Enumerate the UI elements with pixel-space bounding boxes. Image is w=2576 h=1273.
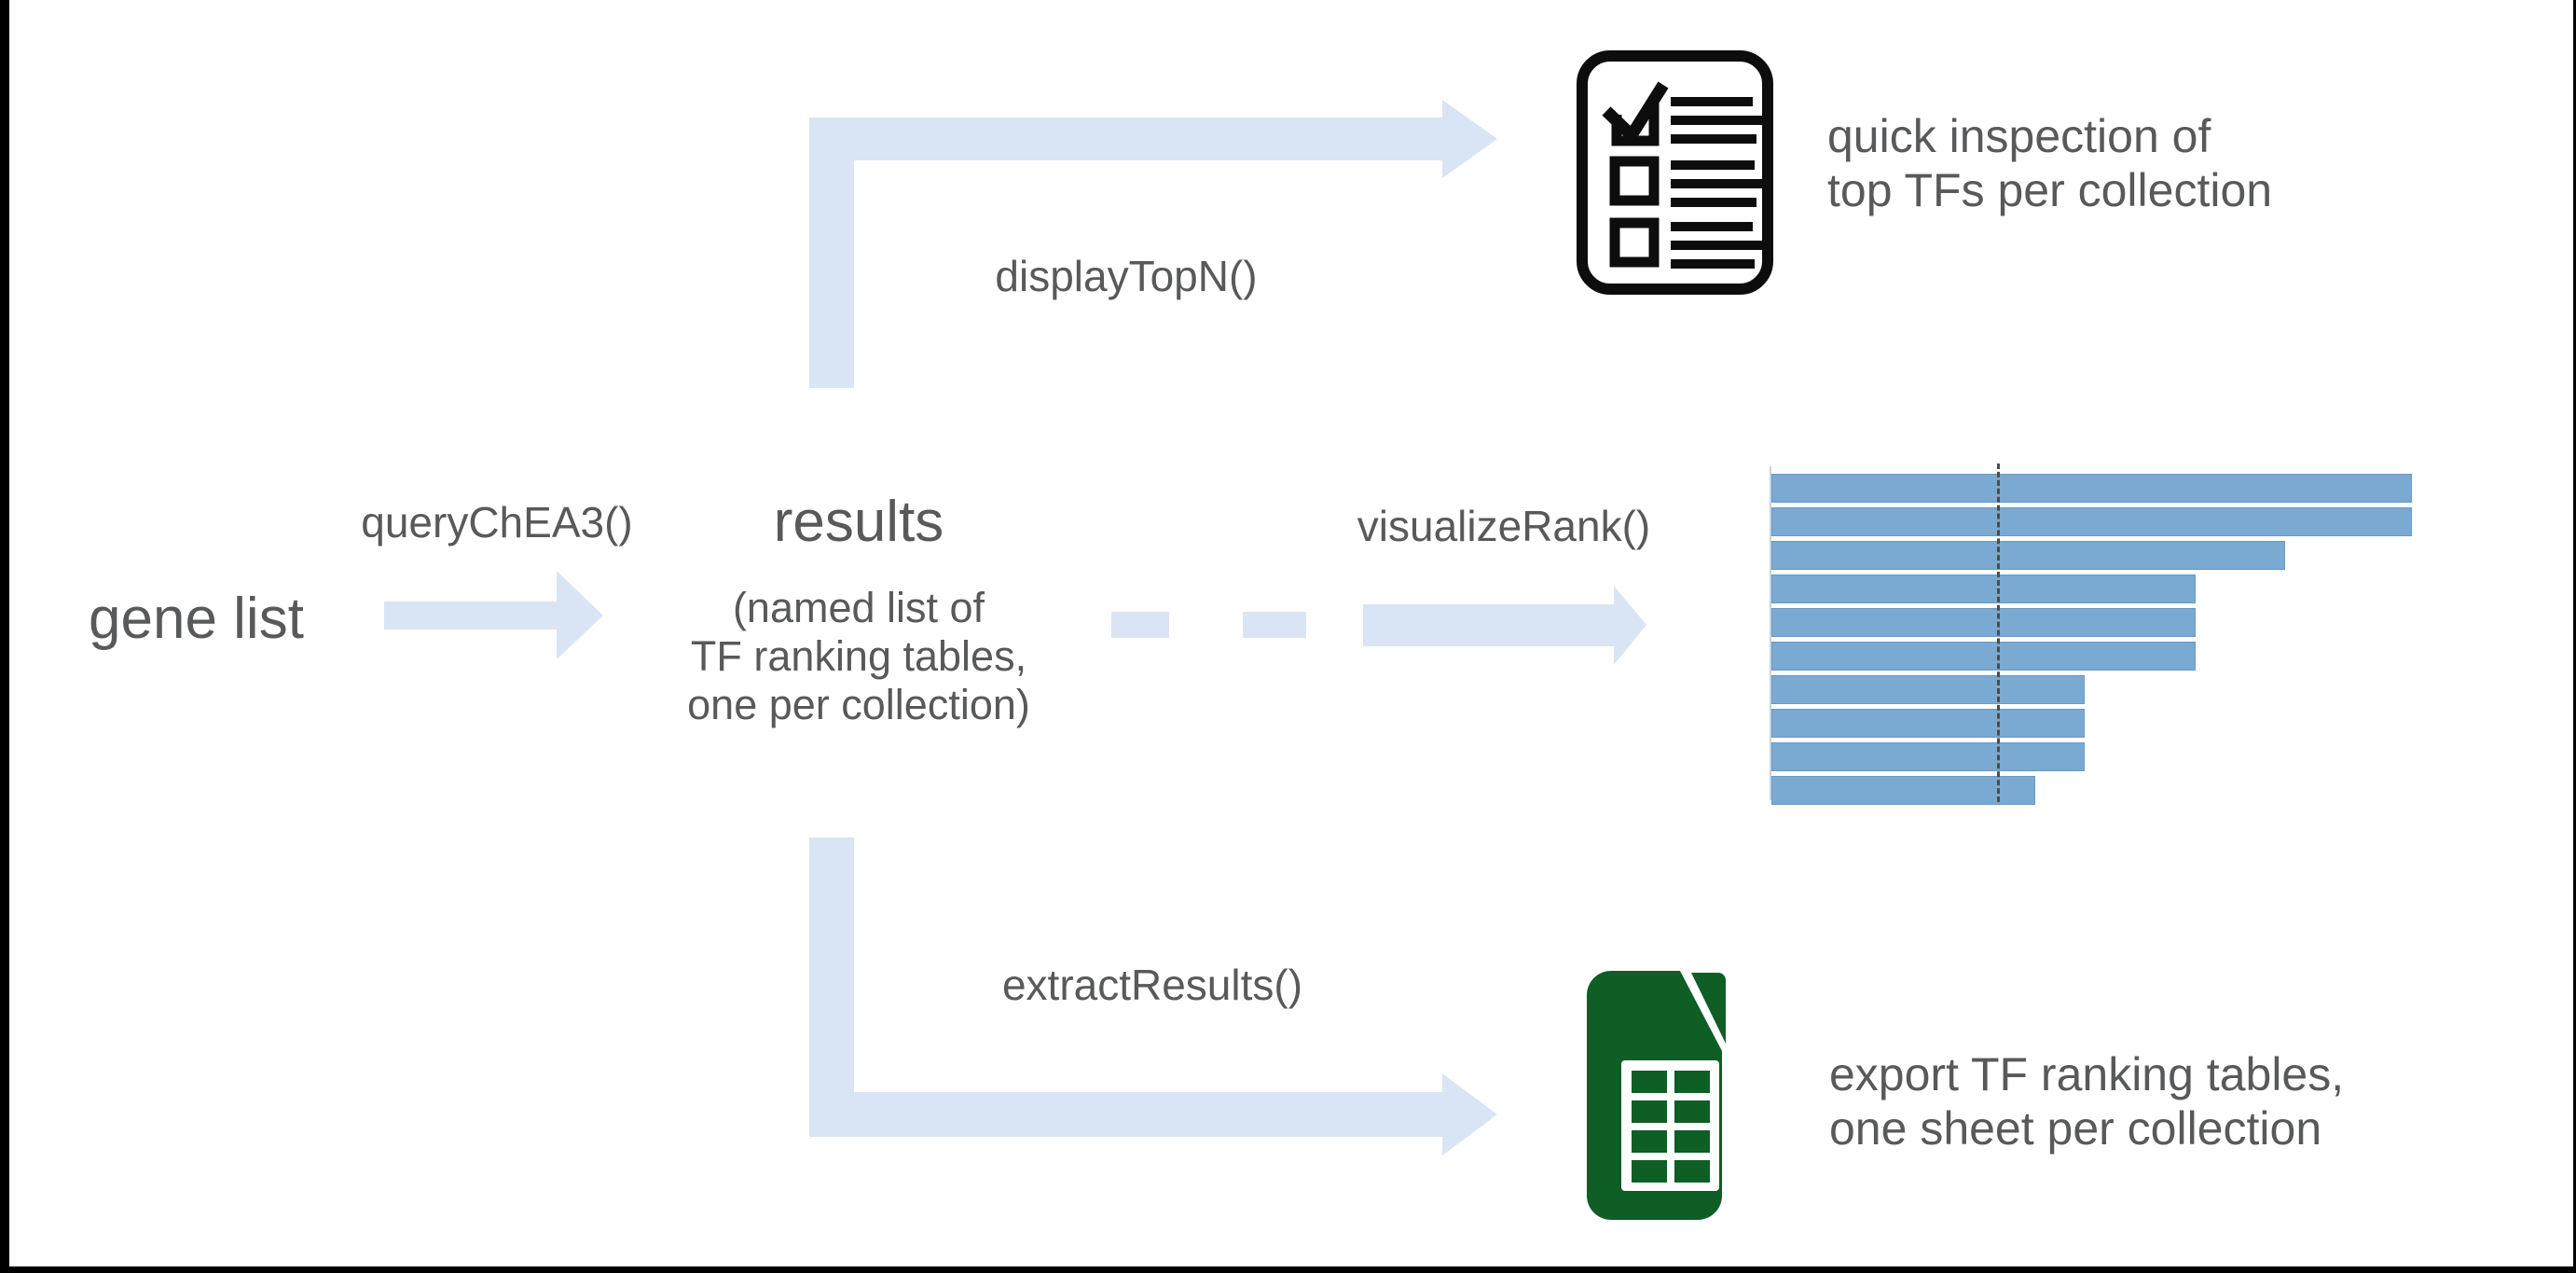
export-note: export TF ranking tables, one sheet per … [1829, 1048, 2344, 1155]
sheet-table-cells [1632, 1071, 1710, 1183]
checklist-document-icon [1577, 50, 1773, 295]
query-arrow [384, 571, 603, 659]
display-topn-elbow-arrow [809, 100, 1497, 388]
bar [1771, 474, 2412, 503]
query-function-label: queryChEA3() [361, 498, 633, 547]
spreadsheet-file-icon [1587, 971, 1726, 1220]
results-subtitle: (named list of TF ranking tables, one pe… [649, 584, 1068, 728]
bar [1771, 608, 2196, 637]
quick-inspection-note: quick inspection of top TFs per collecti… [1827, 110, 2272, 217]
results-subtitle-line: (named list of [732, 584, 985, 631]
results-subtitle-line: one per collection) [687, 680, 1030, 728]
bar [1771, 675, 2085, 704]
display-topn-function-label: displayTopN() [995, 252, 1258, 300]
bar [1771, 709, 2085, 738]
bar [1771, 642, 2196, 671]
results-subtitle-line: TF ranking tables, [690, 631, 1027, 680]
bar [1771, 574, 2196, 603]
rank-bar-chart [1770, 462, 2441, 821]
bar-chart-bars [1771, 474, 2412, 809]
screen-edge-bottom [0, 1266, 2576, 1273]
visualize-arrow-dash-2 [1243, 612, 1306, 638]
bar [1771, 742, 2085, 771]
visualize-arrow [1363, 586, 1646, 665]
extract-results-function-label: extractResults() [1001, 961, 1303, 1009]
export-note-line: export TF ranking tables, [1829, 1048, 2345, 1100]
quick-inspection-line: quick inspection of [1827, 110, 2211, 162]
screen-edge-right [2573, 0, 2576, 1273]
screen-edge-left [0, 0, 9, 1273]
export-note-line: one sheet per collection [1829, 1101, 2322, 1155]
gene-list-label: gene list [89, 587, 304, 651]
sheet-fold-corner [1691, 973, 1726, 1044]
results-title: results [773, 490, 944, 554]
chart-reference-line [1997, 464, 2000, 802]
quick-inspection-line: top TFs per collection [1827, 163, 2273, 216]
bar [1771, 776, 2035, 805]
chart-axis-line [1770, 466, 1771, 800]
bar [1771, 541, 2285, 570]
visualize-arrow-dash-1 [1111, 612, 1169, 638]
bar [1771, 507, 2412, 536]
visualize-rank-function-label: visualizeRank() [1357, 502, 1651, 550]
